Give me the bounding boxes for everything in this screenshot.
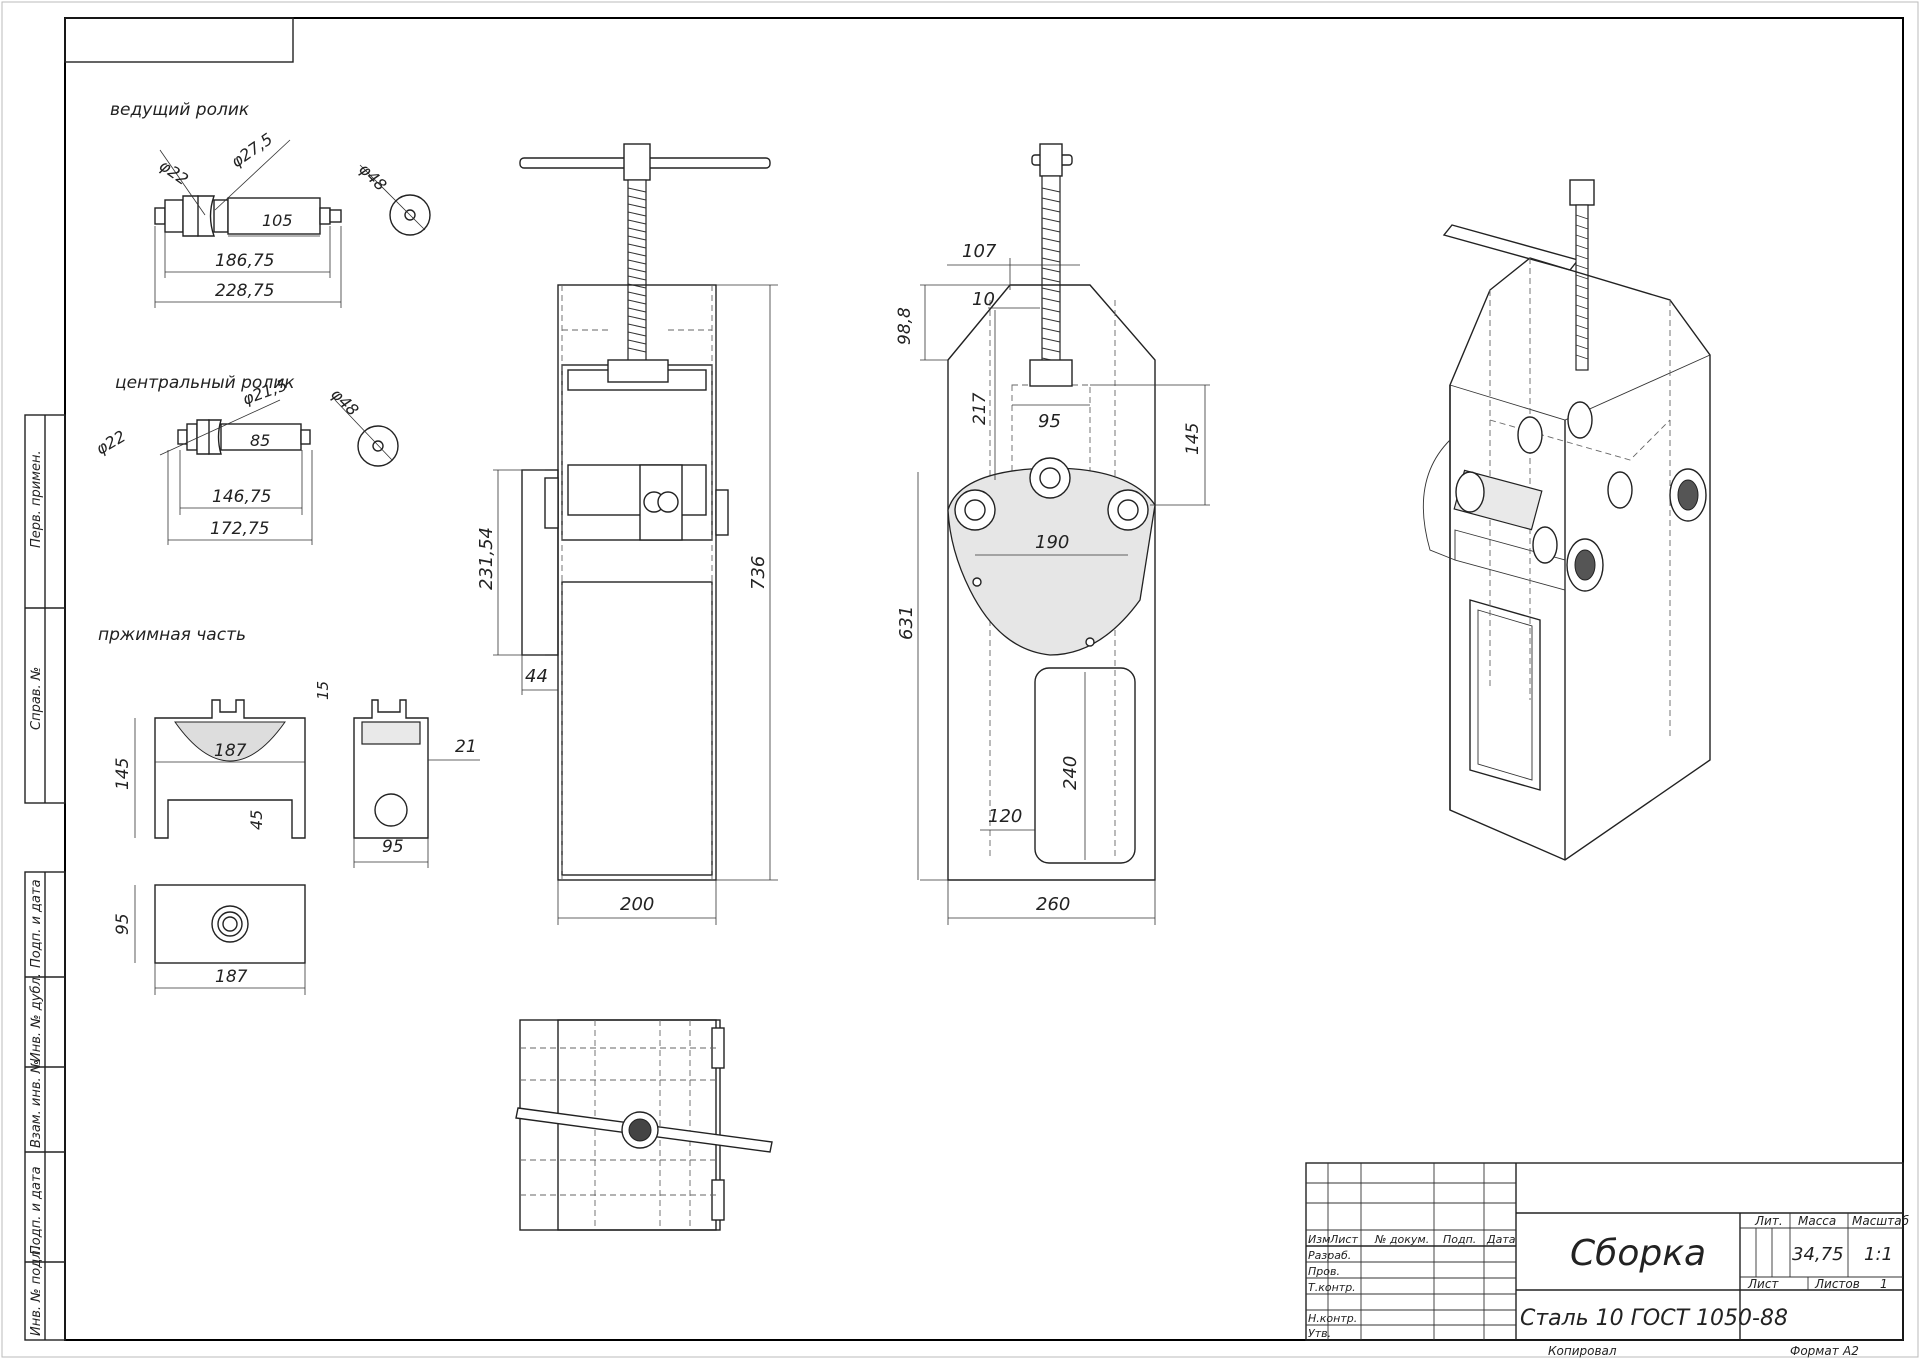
assembly-side-view: 107 10 98,8 217 95 145 190 631 240 120 2…: [895, 143, 1210, 925]
assembly-top-view: [515, 1019, 773, 1231]
dim-95-clamp-side: 95: [382, 837, 404, 857]
dim-18675: 186,75: [215, 251, 274, 271]
dim-187-clamp: 187: [214, 741, 247, 761]
tb-drawing-name: Сборка: [1570, 1233, 1706, 1274]
dim-736: 736: [748, 556, 769, 590]
dim-200: 200: [620, 894, 654, 915]
tb-mass-value: 34,75: [1792, 1244, 1844, 1265]
dim-145-side: 145: [1183, 423, 1203, 455]
dim-phi48-drive: φ48: [355, 159, 390, 194]
dim-14675: 146,75: [212, 487, 271, 507]
tb-col-sign: Подп.: [1443, 1233, 1476, 1246]
side-stamp: Перв. примен. Справ. № Подп. и дата Инв.…: [24, 414, 66, 1341]
dim-120: 120: [988, 806, 1022, 827]
stamp-label-dup-inv: Инв. № дубл.: [29, 973, 44, 1062]
clamp-part-views: пржимная часть 187 145 45 15 21 95 95 18…: [98, 625, 480, 995]
side-window-cutout: [1034, 667, 1136, 864]
dim-phi22-drive: φ22: [156, 156, 192, 189]
stamp-label-ref-no: Справ. №: [29, 667, 44, 730]
dim-217: 217: [970, 392, 990, 425]
tb-row-razrab: Разраб.: [1308, 1249, 1351, 1262]
dim-phi48-central: φ48: [327, 384, 362, 419]
tb-lit-label: Лит.: [1754, 1214, 1783, 1228]
dim-45-clamp: 45: [247, 810, 266, 830]
stamp-label-sign-date-1: Подп. и дата: [29, 879, 44, 968]
iso-t-handle: [1442, 224, 1580, 271]
dim-17275: 172,75: [210, 519, 269, 539]
dim-107: 107: [962, 241, 997, 262]
side-screw-shaft: [1041, 175, 1061, 377]
tb-mass-label: Масса: [1798, 1214, 1836, 1228]
tb-col-docnum: № докум.: [1374, 1233, 1429, 1246]
title-block: Изм Лист № докум. Подп. Дата Разраб. Про…: [1305, 1162, 1910, 1358]
tb-col-list: Лист: [1329, 1233, 1358, 1246]
tb-row-prov: Пров.: [1308, 1265, 1340, 1278]
tb-format-label: Формат: [1790, 1344, 1840, 1358]
dim-240: 240: [1060, 756, 1081, 790]
clamp-front-view: [154, 699, 306, 839]
assembly-front-view: 736 231,54 44 200: [476, 143, 778, 925]
dim-631: 631: [896, 606, 917, 640]
dim-phi275-drive: φ27,5: [227, 129, 276, 171]
dim-15-clamp: 15: [314, 681, 332, 700]
dim-105-drive: 105: [262, 211, 293, 230]
stamp-label-orig-inv: Инв. № подл.: [29, 1246, 44, 1336]
central-roller-title: центральный ролик: [115, 373, 295, 393]
tb-sheet-label: Лист: [1747, 1277, 1779, 1291]
tb-scale-label: Масштаб: [1852, 1214, 1910, 1228]
stamp-label-repl-inv: Взам. инв. №: [29, 1060, 44, 1148]
iso-window: [1469, 599, 1541, 791]
isometric-view: [1422, 179, 1711, 861]
dim-187-clamp-top: 187: [215, 967, 248, 987]
tb-material: Сталь 10 ГОСТ 1050-88: [1520, 1306, 1788, 1331]
dim-95-side: 95: [1038, 411, 1061, 432]
dim-988: 98,8: [895, 307, 915, 345]
drive-roller-view: ведущий ролик φ22 φ27,5 105 186,75 228,7…: [110, 100, 431, 308]
stamp-label-first-use: Перв. примен.: [29, 450, 44, 548]
clamp-part-title: пржимная часть: [98, 625, 246, 645]
tb-sheets-value: 1: [1880, 1277, 1888, 1291]
tb-col-date: Дата: [1486, 1233, 1516, 1246]
tb-col-izm: Изм: [1308, 1233, 1330, 1246]
stamp-label-sign-date-2: Подп. и дата: [29, 1166, 44, 1255]
dim-145-clamp: 145: [113, 758, 133, 790]
dim-260: 260: [1036, 894, 1070, 915]
tb-scale-value: 1:1: [1864, 1244, 1893, 1265]
dim-85-central: 85: [250, 431, 270, 450]
central-roller-view: центральный ролик φ22 φ21,5 85 146,75 17…: [93, 373, 399, 545]
tb-row-tkontr: Т.контр.: [1308, 1281, 1356, 1294]
dim-23154: 231,54: [476, 527, 497, 590]
dim-22875: 228,75: [215, 281, 274, 301]
dim-190: 190: [1035, 532, 1069, 553]
dim-21-clamp: 21: [455, 737, 477, 757]
dim-44: 44: [525, 666, 548, 687]
tb-row-utv: Утв.: [1308, 1327, 1331, 1340]
dim-phi22-central: φ22: [93, 427, 129, 459]
drive-roller-title: ведущий ролик: [110, 100, 250, 120]
tb-sheets-label: Листов: [1814, 1277, 1860, 1291]
dim-10: 10: [972, 289, 995, 310]
side-roller-plate: [947, 467, 1156, 656]
top-left-stamp: [64, 17, 294, 63]
tb-format-value: A2: [1842, 1344, 1859, 1358]
tb-copied-label: Копировал: [1548, 1344, 1617, 1358]
tb-row-nkontr: Н.контр.: [1308, 1312, 1357, 1325]
dim-95-clamp-top: 95: [113, 913, 133, 935]
